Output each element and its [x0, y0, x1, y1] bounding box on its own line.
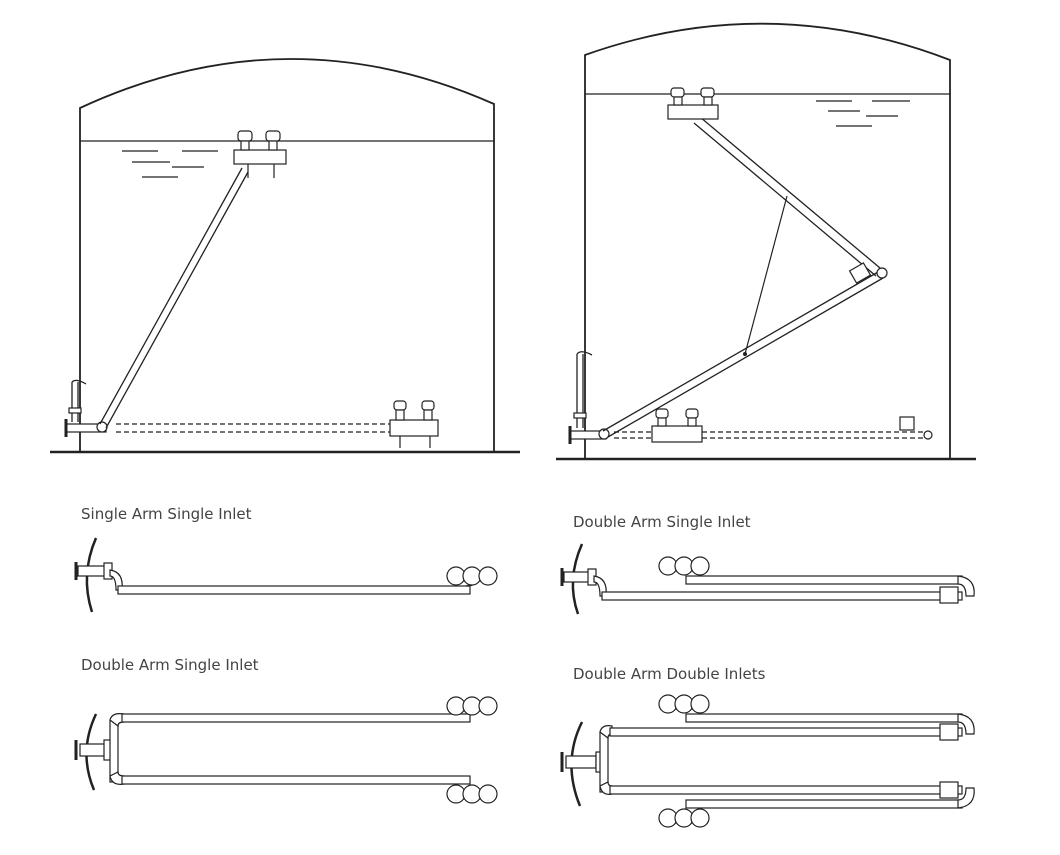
arm-pipe-1	[609, 727, 963, 737]
left-tank	[50, 58, 520, 454]
right-tank-elbow-joint	[848, 262, 888, 284]
upper-arm-pipe	[121, 713, 471, 723]
lower-arm-pipe	[601, 591, 963, 601]
right-tank-shell	[584, 22, 951, 459]
left-tank-float	[233, 130, 287, 178]
plan-double-arm-double-inlets	[560, 694, 975, 828]
right-tank-liquid-marks	[816, 100, 910, 127]
arm-pipe-4	[685, 799, 963, 809]
arm-pipe-3	[609, 785, 963, 795]
right-tank-lower-arm	[602, 271, 884, 438]
right-tank-float	[667, 87, 719, 120]
plan-double-arm-single-inlet-right	[560, 543, 975, 615]
plan-single-arm-single-inlet	[74, 537, 498, 613]
arm-pipe	[117, 585, 471, 595]
right-tank	[556, 22, 976, 461]
right-tank-inlet-valve	[568, 351, 610, 444]
lower-arm-pipe	[121, 775, 471, 785]
caption-double-arm-single-inlet-left: Double Arm Single Inlet	[81, 656, 259, 674]
left-tank-parked-arm	[116, 423, 410, 433]
right-tank-upper-arm	[693, 116, 881, 277]
right-tank-parked-float	[651, 408, 933, 443]
float-cluster-lower	[446, 784, 498, 804]
right-tank-cable	[744, 195, 788, 355]
left-tank-liquid-marks	[122, 150, 218, 178]
float-cluster-lower	[658, 808, 710, 828]
left-tank-inlet-valve	[64, 379, 108, 437]
left-tank-suction-arm	[99, 167, 249, 429]
float-cluster	[446, 566, 498, 586]
caption-double-arm-single-inlet-right: Double Arm Single Inlet	[573, 513, 751, 531]
plan-double-arm-single-inlet-left	[74, 696, 498, 804]
left-tank-parked-float	[389, 400, 439, 448]
left-tank-shell	[79, 58, 495, 452]
float-cluster	[658, 556, 710, 576]
caption-double-arm-double-inlets: Double Arm Double Inlets	[573, 665, 766, 683]
arm-pipe-2	[685, 713, 963, 723]
upper-arm-pipe	[685, 575, 963, 585]
float-cluster-upper	[446, 696, 498, 716]
caption-single-arm-single-inlet: Single Arm Single Inlet	[81, 505, 252, 523]
float-cluster-upper	[658, 694, 710, 714]
